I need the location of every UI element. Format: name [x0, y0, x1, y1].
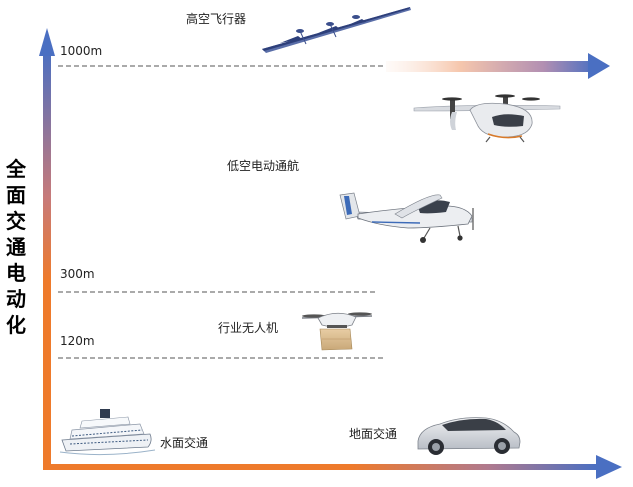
top-altitude-arrowhead: [588, 53, 610, 79]
horizontal-axis: [51, 464, 597, 470]
evtol-aircraft-icon: [413, 94, 561, 143]
vertical-axis-arrowhead: [39, 28, 55, 56]
electric-car-icon: [417, 417, 521, 455]
category-label-ground: 地面交通: [349, 427, 398, 441]
category-label-water: 水面交通: [160, 436, 209, 450]
altitude-label-300m: 300m: [60, 267, 95, 281]
delivery-drone-icon: [301, 312, 373, 351]
altitude-label-120m: 120m: [60, 334, 95, 348]
cruise-ship-icon: [59, 409, 156, 456]
altitude-label-1000m: 1000m: [60, 44, 103, 58]
horizontal-axis-arrowhead: [596, 455, 622, 479]
light-electric-plane-icon: [339, 192, 474, 243]
vertical-axis: [43, 50, 51, 470]
vertical-title: 全 面 交 通 电 动 化: [6, 157, 26, 337]
solar-uav-icon: [262, 7, 411, 53]
category-label-drone: 行业无人机: [218, 321, 279, 335]
category-label-high-altitude: 高空飞行器: [186, 12, 247, 26]
category-label-low-altitude: 低空电动通航: [227, 159, 300, 173]
top-altitude-arrow: [386, 61, 596, 72]
